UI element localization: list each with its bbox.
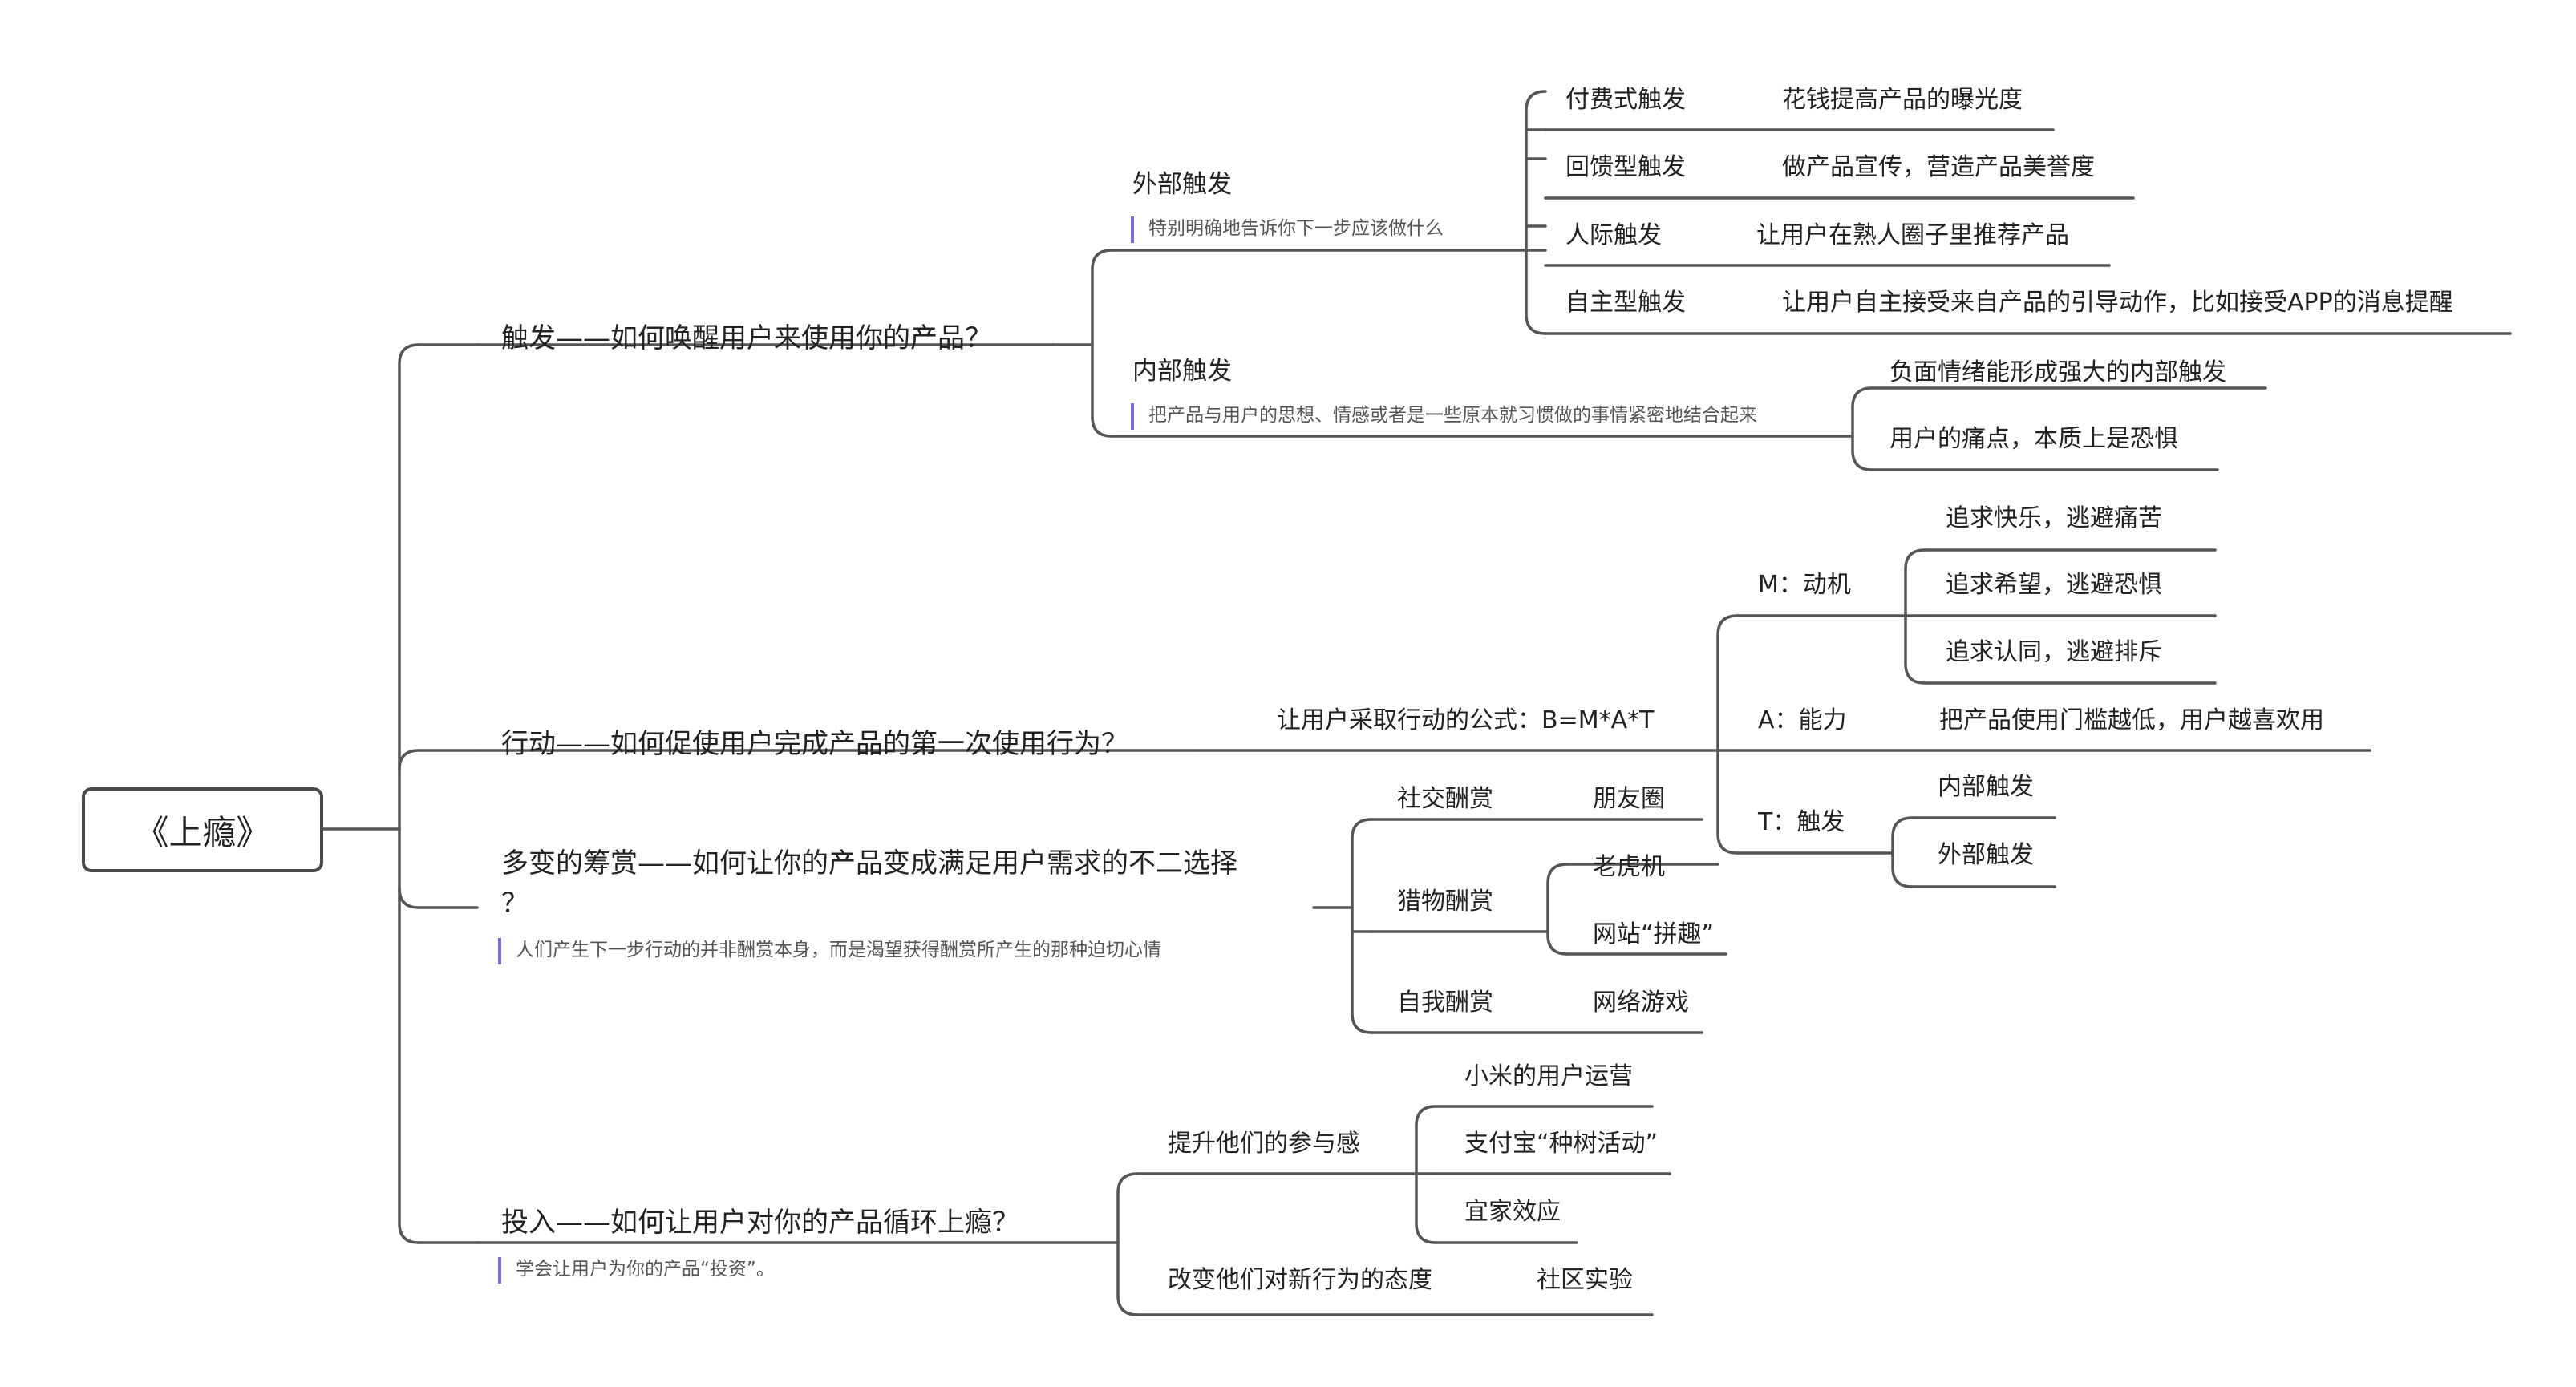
reward-title-line1[interactable]: 多变的筹赏——如何让你的产品变成满足用户需求的不二选择 (501, 847, 1237, 880)
motivation-bracket (1904, 548, 1926, 685)
hunt-item-2[interactable]: 网站“拼趣” (1593, 920, 1715, 948)
formula-bracket (1716, 614, 1739, 855)
external-bracket (1525, 90, 1547, 335)
spine-to-reward (398, 887, 479, 909)
spine-to-action (398, 749, 479, 771)
hunt-item-1[interactable]: 老虎机 (1593, 853, 1665, 881)
reward-note-bar (498, 938, 501, 964)
external-note-bar (1131, 216, 1134, 243)
self-reward-item[interactable]: 网络游戏 (1593, 989, 1689, 1017)
mot-item-3[interactable]: 追求认同，逃避排斥 (1946, 638, 2162, 666)
eng-item-2[interactable]: 支付宝“种树活动” (1464, 1130, 1659, 1158)
investment-note: 学会让用户为你的产品“投资”。 (516, 1259, 775, 1280)
investment-title[interactable]: 投入——如何让用户对你的产品循环上瘾？ (501, 1207, 1019, 1239)
hunt-bracket (1546, 863, 1569, 956)
reward-title-line2[interactable]: ？ (501, 888, 529, 920)
ext-item-3-detail[interactable]: 让用户在熟人圈子里推荐产品 (1756, 221, 2069, 249)
eng-item-1[interactable]: 小米的用户运营 (1464, 1062, 1633, 1090)
ext-item-3-name[interactable]: 人际触发 (1565, 221, 1662, 249)
ext-item-1-name[interactable]: 付费式触发 (1565, 86, 1686, 114)
trigger-title[interactable]: 触发——如何唤醒用户来使用你的产品？ (501, 322, 992, 354)
attitude-item[interactable]: 社区实验 (1537, 1266, 1633, 1294)
engagement-bracket (1415, 1105, 1437, 1244)
motivation-label[interactable]: M：动机 (1758, 571, 1851, 599)
ext-item-4-detail[interactable]: 让用户自主接受来自产品的引导动作，比如接受APP的消息提醒 (1782, 289, 2453, 317)
self-reward-label[interactable]: 自我酬赏 (1397, 989, 1493, 1017)
root-spine (398, 343, 420, 1244)
t-trigger-bracket (1891, 816, 1914, 888)
internal-trigger-note: 把产品与用户的思想、情感或者是一些原本就习惯做的事情紧密地结合起来 (1148, 405, 1757, 426)
int-item-1[interactable]: 负面情绪能形成强大的内部触发 (1889, 358, 2226, 386)
ext-item-2-name[interactable]: 回馈型触发 (1565, 153, 1686, 181)
trigger-bracket (1051, 249, 1113, 438)
social-reward-item[interactable]: 朋友圈 (1593, 785, 1665, 813)
attitude-label[interactable]: 改变他们对新行为的态度 (1168, 1266, 1432, 1294)
reward-bracket (1351, 818, 1373, 1034)
ext-item-1-detail[interactable]: 花钱提高产品的曝光度 (1782, 86, 2023, 114)
ability-detail[interactable]: 把产品使用门槛越低，用户越喜欢用 (1939, 706, 2324, 734)
root-label: 《上瘾》 (135, 812, 270, 852)
int-item-2[interactable]: 用户的痛点，本质上是恐惧 (1889, 425, 2178, 453)
social-reward-label[interactable]: 社交酬赏 (1397, 785, 1493, 813)
action-formula[interactable]: 让用户采取行动的公式：B=M*A*T (1277, 706, 1655, 734)
hunt-reward-label[interactable]: 猎物酬赏 (1397, 888, 1493, 916)
engagement-label[interactable]: 提升他们的参与感 (1168, 1130, 1360, 1158)
investment-note-bar (498, 1257, 501, 1284)
t-item-1[interactable]: 内部触发 (1938, 773, 2034, 801)
mot-item-2[interactable]: 追求希望，逃避恐惧 (1946, 571, 2162, 599)
ext-item-2-detail[interactable]: 做产品宣传，营造产品美誉度 (1782, 153, 2095, 181)
ability-label[interactable]: A：能力 (1758, 706, 1847, 734)
t-item-2[interactable]: 外部触发 (1938, 841, 2034, 869)
mot-item-1[interactable]: 追求快乐，逃避痛苦 (1946, 504, 2162, 532)
root-node[interactable]: 《上瘾》 (82, 787, 323, 872)
reward-note: 人们产生下一步行动的并非酬赏本身，而是渴望获得酬赏所产生的那种迫切心情 (516, 940, 1161, 960)
eng-item-3[interactable]: 宜家效应 (1464, 1198, 1561, 1226)
internal-note-bar (1131, 403, 1134, 430)
t-trigger-label[interactable]: T：触发 (1758, 808, 1845, 836)
internal-bracket (1851, 386, 1873, 471)
internal-trigger-label[interactable]: 内部触发 (1132, 357, 1232, 386)
action-title[interactable]: 行动——如何促使用户完成产品的第一次使用行为？ (501, 728, 1128, 760)
external-trigger-label[interactable]: 外部触发 (1132, 170, 1232, 199)
investment-bracket (1116, 1172, 1139, 1316)
ext-item-4-name[interactable]: 自主型触发 (1565, 289, 1686, 317)
external-trigger-note: 特别明确地告诉你下一步应该做什么 (1148, 218, 1444, 239)
